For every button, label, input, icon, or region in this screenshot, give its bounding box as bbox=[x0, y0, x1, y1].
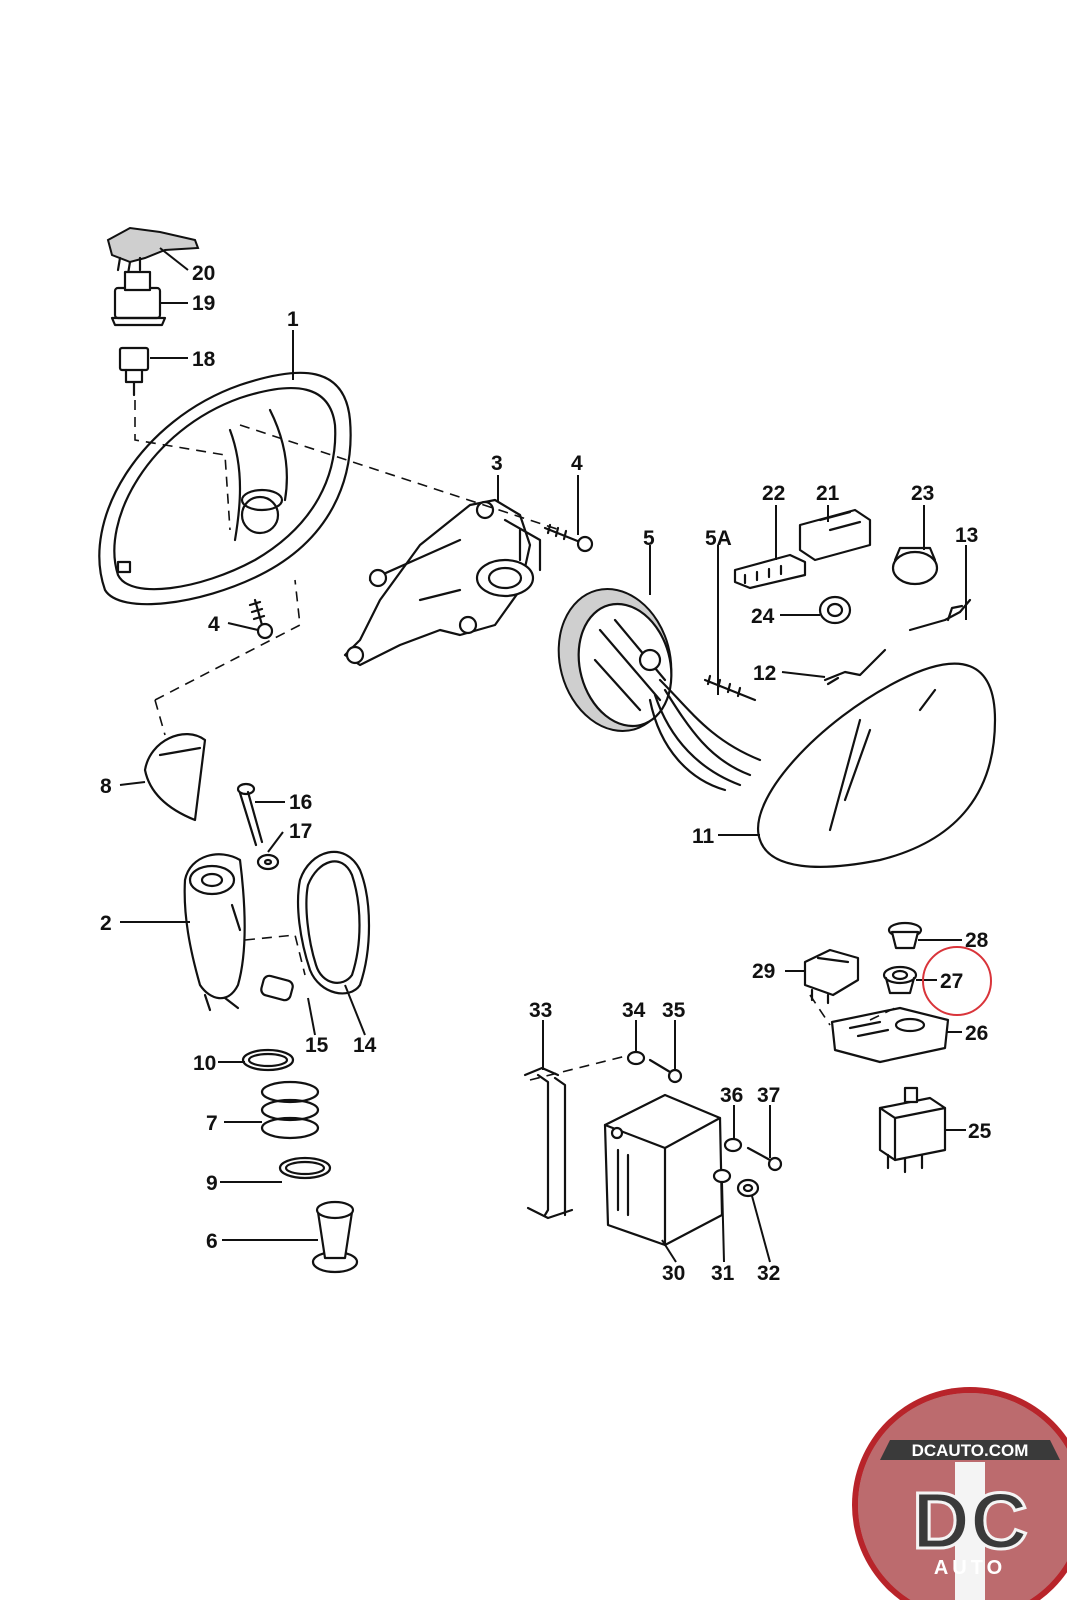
callout-28: 28 bbox=[965, 929, 989, 952]
callout-25: 25 bbox=[968, 1120, 992, 1143]
callout-36: 36 bbox=[720, 1084, 743, 1107]
callout-11: 11 bbox=[692, 825, 715, 848]
part-5a-screw bbox=[703, 674, 757, 702]
callout-6: 6 bbox=[206, 1230, 218, 1253]
callout-16: 16 bbox=[289, 791, 312, 814]
part-10-ring bbox=[241, 1048, 295, 1072]
part-26-switch-panel bbox=[830, 1006, 950, 1064]
callout-26: 26 bbox=[965, 1022, 988, 1045]
part-11-mirror-glass bbox=[757, 662, 997, 868]
part-18-sensor bbox=[118, 346, 150, 397]
callout-5a: 5A bbox=[705, 527, 732, 550]
callout-18: 18 bbox=[192, 348, 216, 371]
part-28-cap bbox=[887, 921, 923, 950]
part-14-gasket bbox=[296, 850, 371, 995]
callout-12: 12 bbox=[753, 662, 776, 685]
part-13-terminal bbox=[908, 598, 972, 632]
logo-subtext: AUTO bbox=[934, 1557, 1006, 1579]
callout-30: 30 bbox=[662, 1262, 685, 1285]
logo-monogram: DC bbox=[912, 1476, 1028, 1565]
part-27-grommet bbox=[882, 965, 918, 995]
part-30-control-unit bbox=[603, 1093, 724, 1247]
part-12-terminal bbox=[823, 648, 887, 686]
part-2-mirror-arm bbox=[183, 853, 246, 1012]
dcauto-logo: DCAUTO.COM DC AUTO bbox=[852, 1387, 1067, 1600]
callout-9: 9 bbox=[206, 1172, 218, 1195]
callout-8: 8 bbox=[100, 775, 112, 798]
callout-17: 17 bbox=[289, 820, 312, 843]
part-22-connector-block bbox=[733, 553, 807, 590]
part-4-screw-upper bbox=[543, 523, 594, 553]
part-32-nut bbox=[736, 1178, 760, 1198]
callout-19: 19 bbox=[192, 292, 215, 315]
callout-7: 7 bbox=[206, 1112, 218, 1135]
part-33-bracket bbox=[523, 1066, 574, 1220]
part-25-relay bbox=[878, 1086, 947, 1174]
part-37-screw bbox=[746, 1146, 783, 1172]
highlight-circle-27 bbox=[922, 946, 992, 1016]
callout-4-upper: 4 bbox=[571, 452, 583, 475]
callout-5: 5 bbox=[643, 527, 655, 550]
callout-24: 24 bbox=[751, 605, 775, 628]
part-19-switch bbox=[110, 270, 167, 327]
logo-url-text: DCAUTO.COM bbox=[912, 1441, 1029, 1460]
callout-32: 32 bbox=[757, 1262, 780, 1285]
part-9-ring bbox=[278, 1156, 332, 1180]
callout-23: 23 bbox=[911, 482, 934, 505]
callout-13: 13 bbox=[955, 524, 978, 547]
part-17-washer bbox=[256, 853, 280, 871]
callout-10: 10 bbox=[193, 1052, 216, 1075]
part-6-sleeve bbox=[311, 1200, 359, 1274]
part-8-cap bbox=[143, 733, 207, 822]
part-7-spring bbox=[260, 1080, 320, 1140]
part-16-bolt bbox=[236, 782, 264, 847]
callout-35: 35 bbox=[662, 999, 686, 1022]
part-35-screw bbox=[648, 1058, 683, 1084]
callout-33: 33 bbox=[529, 999, 552, 1022]
callout-4-lower: 4 bbox=[208, 613, 220, 636]
part-1-mirror-housing bbox=[98, 371, 352, 606]
callout-3: 3 bbox=[491, 452, 503, 475]
callout-1: 1 bbox=[287, 308, 299, 331]
part-3-bracket bbox=[343, 498, 542, 667]
callout-29: 29 bbox=[752, 960, 775, 983]
callout-21: 21 bbox=[816, 482, 840, 505]
callout-15: 15 bbox=[305, 1034, 329, 1057]
leader-lines bbox=[119, 247, 967, 1263]
part-20-cable bbox=[106, 226, 200, 276]
callout-31: 31 bbox=[711, 1262, 735, 1285]
part-5-motor-assembly bbox=[557, 588, 762, 792]
callout-labels: 20 19 18 1 3 4 4 5 5A 22 21 23 13 24 12 … bbox=[100, 262, 992, 1285]
part-21-connector-housing bbox=[798, 508, 872, 562]
part-34-washer bbox=[626, 1050, 646, 1066]
callout-37: 37 bbox=[757, 1084, 780, 1107]
part-29-switch bbox=[803, 948, 860, 1005]
part-24-round-plug bbox=[818, 595, 852, 625]
callout-14: 14 bbox=[353, 1034, 377, 1057]
callout-2: 2 bbox=[100, 912, 112, 935]
logo-stripe bbox=[955, 1462, 985, 1600]
part-23-round-connector bbox=[891, 546, 939, 586]
part-15-pin bbox=[260, 974, 294, 1002]
logo-url-banner bbox=[880, 1440, 1060, 1460]
callout-20: 20 bbox=[192, 262, 215, 285]
part-4-screw-lower bbox=[248, 598, 274, 640]
part-31-washer bbox=[712, 1168, 732, 1184]
callout-34: 34 bbox=[622, 999, 646, 1022]
part-36-washer bbox=[723, 1137, 743, 1153]
callout-22: 22 bbox=[762, 482, 785, 505]
assembly-lines bbox=[134, 400, 896, 1081]
callout-27: 27 bbox=[940, 970, 963, 993]
